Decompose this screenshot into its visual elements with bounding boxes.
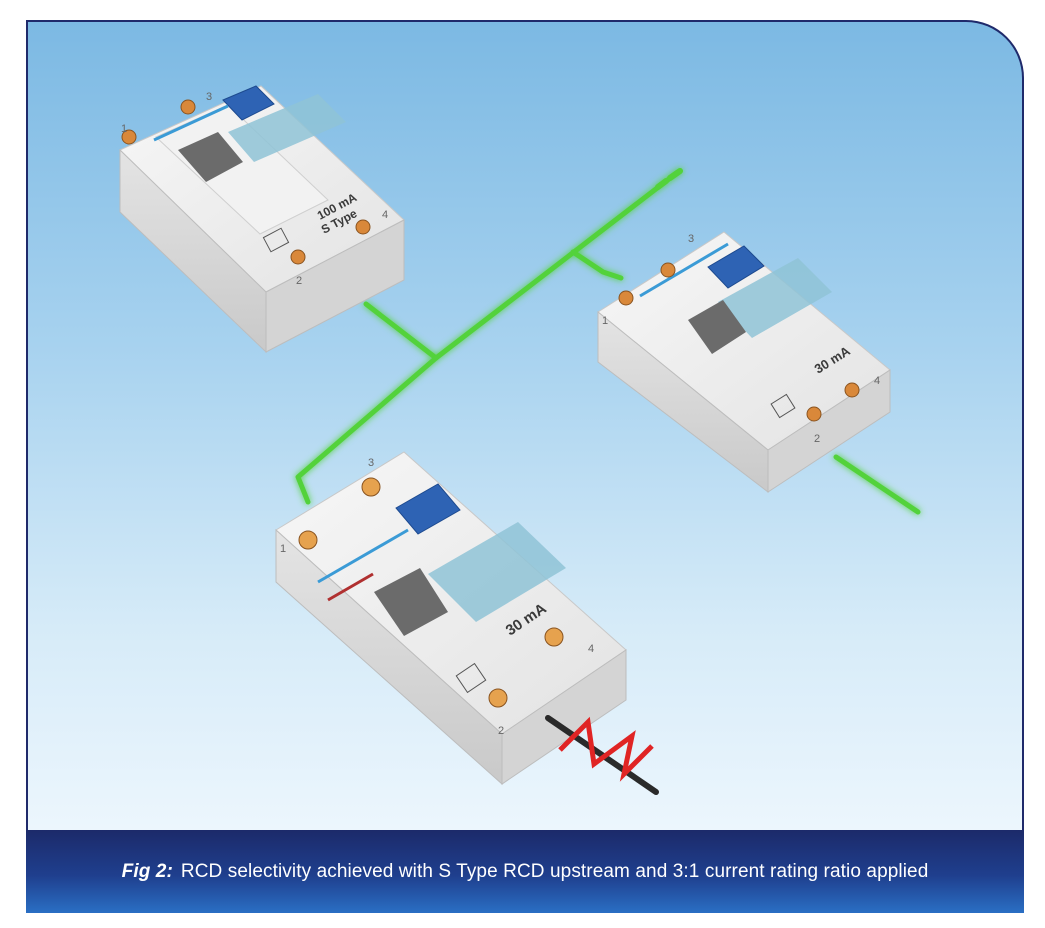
faulted-terminal-1: 1 <box>280 543 286 555</box>
caption-text: RCD selectivity achieved with S Type RCD… <box>180 860 929 882</box>
caption-lead: Fig 2: <box>121 860 173 882</box>
faulted-test-lever-icon <box>374 568 448 636</box>
rcd-selectivity-diagram: 1 3 4 2 100 mA S Type <box>119 85 921 795</box>
wiring-network <box>295 168 921 515</box>
downstream-rcd-faulted: 1 3 4 2 30 mA <box>275 451 627 786</box>
upstream-test-lever-icon <box>178 132 243 182</box>
earth-fault-lightning-icon <box>558 716 654 782</box>
downstream-rcd-right: 1 3 4 2 30 mA <box>597 231 891 494</box>
right-terminal-3: 3 <box>688 233 694 245</box>
right-terminal-2: 2 <box>814 433 820 445</box>
right-rcd-outgoing-wire <box>833 454 921 515</box>
faulted-toggle-icon[interactable] <box>395 483 461 535</box>
upstream-rcd: 1 3 4 2 100 mA S Type <box>119 85 405 354</box>
faulted-terminal-3: 3 <box>368 457 374 469</box>
right-terminal-1: 1 <box>602 315 608 327</box>
figure-caption: Fig 2: RCD selectivity achieved with S T… <box>26 830 1024 913</box>
right-toggle-icon[interactable] <box>707 245 765 289</box>
upstream-terminal-4: 4 <box>382 209 388 221</box>
upstream-terminal-3: 3 <box>206 91 212 103</box>
right-test-lever-icon <box>688 300 746 354</box>
diagram-panel: 1 3 4 2 100 mA S Type <box>26 20 1024 830</box>
upstream-toggle-icon[interactable] <box>222 85 275 121</box>
faulted-terminal-2: 2 <box>498 725 504 737</box>
faulted-terminal-4: 4 <box>588 643 594 655</box>
branch-to-faulted-rcd-wire <box>295 355 439 505</box>
supply-dash-2 <box>667 168 683 181</box>
branch-to-right-rcd-wire <box>570 249 624 281</box>
upstream-terminal-1: 1 <box>121 123 127 135</box>
upstream-terminal-2: 2 <box>296 275 302 287</box>
right-terminal-4: 4 <box>874 375 880 387</box>
figure-frame: 1 3 4 2 100 mA S Type <box>26 20 1024 913</box>
supply-dash-1 <box>655 178 669 190</box>
